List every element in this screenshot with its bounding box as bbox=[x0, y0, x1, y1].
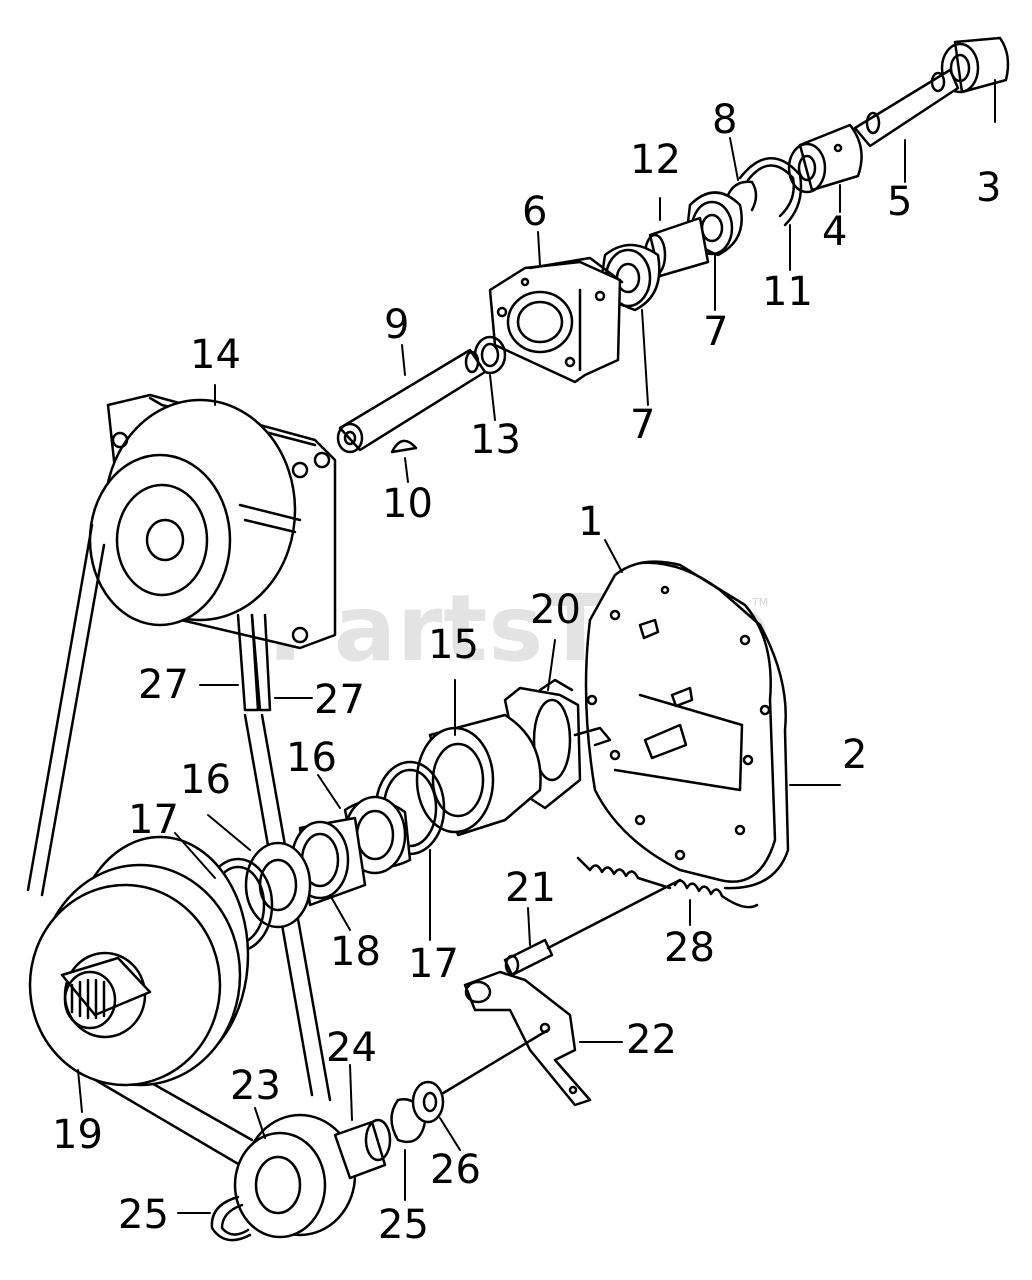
callout-part-15: 15 bbox=[428, 622, 479, 668]
callout-part-17-left: 17 bbox=[128, 797, 179, 843]
part-21-pin bbox=[505, 940, 552, 975]
part-23-idler-pulley bbox=[235, 1115, 355, 1237]
linkage-rod-lower bbox=[440, 1030, 548, 1095]
part-11-snap-ring bbox=[740, 158, 801, 225]
part-10-key bbox=[392, 441, 416, 452]
part-4-collar bbox=[789, 125, 862, 192]
callout-part-11: 11 bbox=[762, 269, 813, 315]
watermark-trademark: TM bbox=[752, 596, 769, 609]
part-5-shaft bbox=[855, 70, 958, 146]
callout-part-14: 14 bbox=[190, 332, 241, 378]
part-3-coupler bbox=[942, 38, 1008, 92]
part-8-snap-ring bbox=[728, 182, 756, 210]
callout-part-25-right: 25 bbox=[378, 1202, 429, 1248]
callout-part-22: 22 bbox=[626, 1017, 677, 1063]
callout-part-10: 10 bbox=[382, 481, 433, 527]
callout-part-4: 4 bbox=[822, 209, 848, 255]
callout-part-13: 13 bbox=[470, 417, 521, 463]
callout-part-1: 1 bbox=[578, 499, 604, 545]
part-22-lever bbox=[465, 972, 590, 1105]
callout-part-19: 19 bbox=[52, 1112, 103, 1158]
callout-part-12: 12 bbox=[630, 137, 681, 183]
part-19-pulley bbox=[30, 837, 248, 1085]
callout-part-6: 6 bbox=[522, 189, 548, 235]
callout-part-8: 8 bbox=[712, 97, 738, 143]
callout-part-21: 21 bbox=[505, 865, 556, 911]
part-27-wires bbox=[238, 615, 270, 710]
callout-part-17-right: 17 bbox=[408, 941, 459, 987]
callout-part-24: 24 bbox=[326, 1025, 377, 1071]
part-28-springs bbox=[578, 858, 757, 907]
callout-part-5: 5 bbox=[887, 179, 913, 225]
callout-part-2: 2 bbox=[842, 732, 868, 778]
part-1-guard-plate bbox=[586, 562, 788, 888]
callout-part-23: 23 bbox=[230, 1063, 281, 1109]
callout-part-9: 9 bbox=[384, 302, 410, 348]
callout-part-20: 20 bbox=[530, 587, 581, 633]
part-6-bearing-housing bbox=[490, 258, 622, 382]
linkage-rod bbox=[548, 880, 680, 948]
part-14-clutch bbox=[90, 395, 335, 648]
callout-part-7-upper: 7 bbox=[703, 309, 729, 355]
callout-part-28: 28 bbox=[664, 925, 715, 971]
part-24-bushing bbox=[335, 1120, 390, 1178]
callout-part-16-lower: 16 bbox=[180, 757, 231, 803]
callout-part-26: 26 bbox=[430, 1147, 481, 1193]
callout-part-25-left: 25 bbox=[118, 1192, 169, 1238]
callout-part-27-left: 27 bbox=[138, 662, 189, 708]
callout-part-27-right: 27 bbox=[314, 677, 365, 723]
callout-part-18: 18 bbox=[330, 929, 381, 975]
part-9-shaft bbox=[338, 350, 485, 452]
leader-lines bbox=[78, 80, 995, 1213]
part-26-washer bbox=[413, 1082, 443, 1122]
part-25-ring-left bbox=[212, 1197, 250, 1240]
callout-part-7-lower: 7 bbox=[630, 402, 656, 448]
callout-part-3: 3 bbox=[976, 165, 1002, 211]
part-16-bearing-lower bbox=[246, 843, 310, 927]
callout-part-16-upper: 16 bbox=[286, 735, 337, 781]
